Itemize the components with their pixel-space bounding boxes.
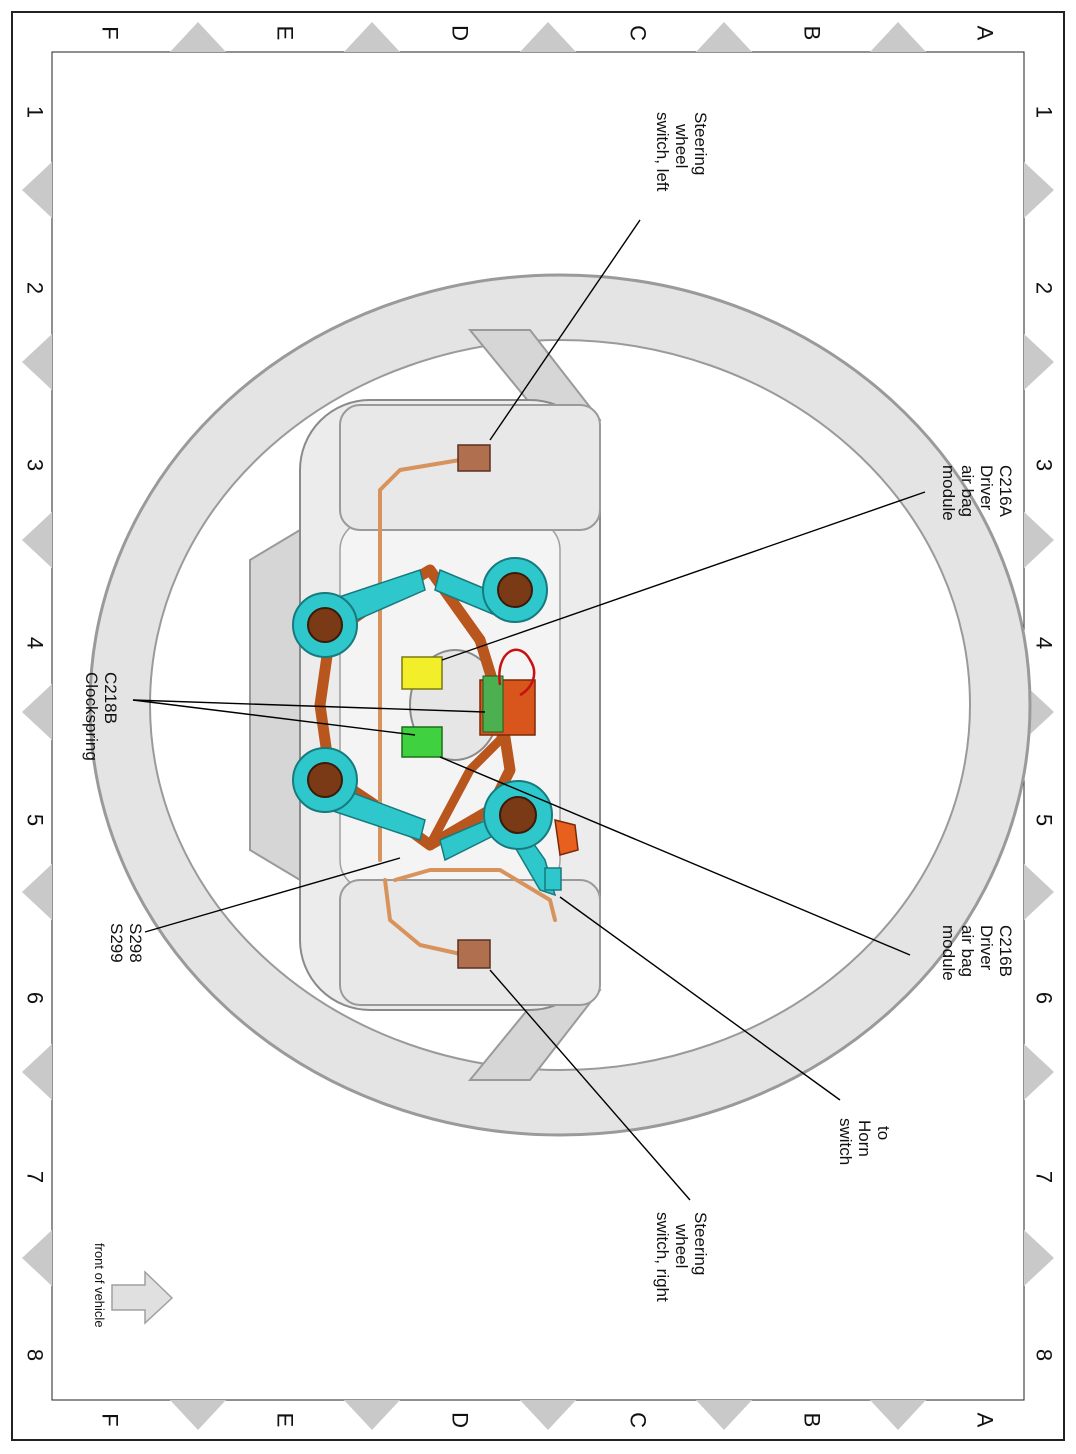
grid-row-top-C: C [626,25,651,41]
grid-col-left-7: 7 [23,1171,48,1183]
label-c216a: C216A Driver air bag module [939,465,1015,522]
grid-row-bottom-A: A [973,1413,998,1428]
front-arrow-icon [111,1270,174,1325]
leader-c216a [441,491,926,661]
grid-row-top-A: A [973,26,998,41]
bracket-ring-2-hole [497,572,533,608]
grid-marker-bottom-4 [344,1400,400,1430]
bracket-ring-1-hole [307,607,343,643]
grid-col-left-5: 5 [23,814,48,826]
grid-row-top-D: D [448,25,473,41]
grid-row-top-B: B [800,26,825,41]
grid-marker-bottom-3 [520,1400,576,1430]
grid-marker-left-3 [22,512,52,568]
grid-row-bottom-B: B [800,1413,825,1428]
label-sw-left: Steering wheel switch, left [653,112,710,192]
grid-marker-top-4 [344,22,400,52]
horn-connector [544,867,562,891]
grid-marker-top-3 [520,22,576,52]
mounting-brackets [292,557,557,897]
grid-col-right-8: 8 [1032,1349,1057,1361]
grid-col-right-5: 5 [1032,814,1057,826]
grid-col-right-4: 4 [1032,637,1057,649]
grid-marker-left-6 [22,1044,52,1100]
grid-col-right-2: 2 [1032,282,1057,294]
grid-col-right-7: 7 [1032,1171,1057,1183]
switch-left-connector [457,444,491,472]
grid-col-right-6: 6 [1032,992,1057,1004]
harness-switch-right [383,878,467,957]
leader-sw-left [489,219,641,441]
grid-marker-right-3 [1024,512,1054,568]
grid-row-bottom-F: F [98,1413,123,1426]
grid-marker-right-1 [1024,162,1054,218]
grid-col-left-8: 8 [23,1349,48,1361]
steering-wheel [88,273,1032,1137]
orange-tab [554,819,579,856]
bracket-ring-4-hole [499,796,537,834]
label-sw-right: Steering wheel switch, right [653,1212,710,1302]
grid-marker-left-4 [22,684,52,740]
label-s298: S298 S299 [107,923,145,967]
grid-marker-right-4 [1024,684,1054,740]
grid-marker-right-2 [1024,334,1054,390]
grid-col-left-1: 1 [23,106,48,118]
grid-marker-left-7 [22,1230,52,1286]
grid-marker-bottom-5 [170,1400,226,1430]
leader-sw-right [489,969,691,1201]
leader-lines [132,219,926,1201]
connectors [401,444,579,969]
grid-col-right-3: 3 [1032,459,1057,471]
clockspring-red-wire [498,648,536,697]
grid-marker-right-7 [1024,1230,1054,1286]
clockspring-board [482,675,504,733]
leader-s298 [144,857,401,933]
c216b-connector [401,726,443,758]
label-horn: to Horn switch [836,1118,893,1165]
c216a-connector [401,656,443,690]
grid-col-left-3: 3 [23,459,48,471]
grid-col-left-2: 2 [23,282,48,294]
grid-col-right-1: 1 [1032,106,1057,118]
grid-marker-top-1 [870,22,926,52]
grid-marker-bottom-2 [696,1400,752,1430]
harness-horn [393,868,557,922]
grid-row-bottom-E: E [273,1413,298,1428]
harness-switch-left [378,458,462,862]
front-of-vehicle-label: front of vehicle [92,1243,107,1328]
front-of-vehicle-indicator: front of vehicle [92,1243,174,1328]
leader-horn [559,896,841,1101]
grid-marker-top-5 [170,22,226,52]
grid-row-top-E: E [273,26,298,41]
label-c216b: C216B Driver air bag module [939,925,1015,982]
leader-c216b [439,756,911,956]
grid-marker-bottom-1 [870,1400,926,1430]
grid-marker-left-2 [22,334,52,390]
grid-marker-right-5 [1024,864,1054,920]
bracket-ring-3-hole [307,762,343,798]
grid-marker-top-2 [696,22,752,52]
switch-right-connector [457,939,491,969]
grid-row-bottom-C: C [626,1412,651,1428]
grid-col-left-4: 4 [23,637,48,649]
callout-labels: Steering wheel switch, left C216A Driver… [82,112,1015,1302]
label-c218b: C218B Clockspring [82,672,120,761]
leader-c218b-2 [132,699,416,736]
leader-c218b-1 [132,699,486,713]
grid-row-top-F: F [98,26,123,39]
grid-row-bottom-D: D [448,1412,473,1428]
grid-col-left-6: 6 [23,992,48,1004]
grid-marker-left-5 [22,864,52,920]
grid-marker-left-1 [22,162,52,218]
grid-marker-right-6 [1024,1044,1054,1100]
